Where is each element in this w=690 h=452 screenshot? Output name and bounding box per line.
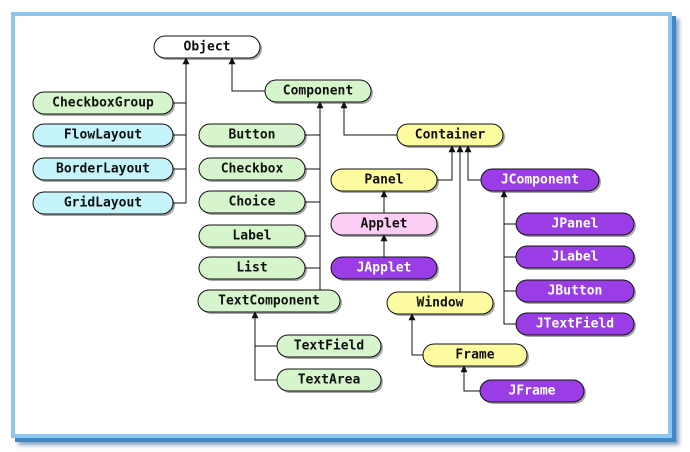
edge-awt-component — [305, 101, 324, 136]
node-box — [422, 343, 528, 367]
edge-jpanel-jcomponent — [500, 190, 516, 225]
node-label-component: Component — [283, 84, 353, 99]
node-box — [386, 291, 494, 315]
node-label-frame: Frame — [455, 348, 494, 363]
edge-layouts-object — [173, 57, 190, 104]
node-label: Label — [198, 224, 307, 249]
node-checkbox-group: CheckboxGroup — [32, 91, 175, 116]
node-box — [396, 123, 504, 147]
node-label-jbutton: JButton — [548, 284, 603, 299]
node-label-button: Button — [229, 128, 276, 143]
node-box — [264, 79, 372, 103]
node-label-applet: Applet — [361, 217, 408, 232]
node-component: Component — [264, 79, 373, 104]
node-jpanel: JPanel — [515, 212, 636, 237]
node-box — [330, 256, 438, 280]
edge-gridlayout — [173, 103, 187, 204]
node-japplet: JApplet — [330, 256, 439, 281]
node-box — [479, 379, 585, 403]
node-container: Container — [396, 123, 505, 148]
node-label-choice: Choice — [229, 195, 276, 210]
node-label-jlabel: JLabel — [552, 250, 599, 265]
node-label-text-field: TextField — [294, 339, 364, 354]
node-label-flow-layout: FlowLayout — [64, 128, 142, 143]
node-label-text-component: TextComponent — [218, 294, 320, 309]
node-label-jpanel: JPanel — [552, 217, 599, 232]
node-flow-layout: FlowLayout — [32, 123, 175, 148]
node-jframe: JFrame — [479, 379, 586, 404]
node-box — [330, 212, 438, 236]
inheritance-edges — [173, 57, 516, 392]
node-box — [330, 168, 438, 192]
node-box — [198, 157, 306, 181]
node-jbutton: JButton — [515, 279, 636, 304]
node-applet: Applet — [330, 212, 439, 237]
edge-textfield — [251, 311, 277, 347]
edge-component-object — [228, 57, 265, 92]
node-box — [197, 289, 341, 313]
node-box — [32, 91, 174, 115]
node-label-jtextfield: JTextField — [536, 317, 614, 332]
node-box — [515, 312, 635, 336]
node-box — [276, 368, 382, 392]
node-box — [32, 191, 174, 215]
node-jtextfield: JTextField — [515, 312, 636, 337]
node-border-layout: BorderLayout — [32, 157, 175, 182]
node-box — [198, 190, 306, 214]
node-box — [276, 334, 382, 358]
node-label-panel: Panel — [364, 173, 403, 188]
edge-jcomponent-container — [464, 145, 481, 181]
node-jcomponent: JComponent — [480, 168, 601, 193]
node-object: Object — [153, 35, 262, 60]
edge-jframe-frame — [460, 365, 480, 392]
node-label-object: Object — [184, 40, 231, 55]
node-label-list: List — [236, 261, 267, 276]
node-box — [198, 224, 306, 248]
node-label-checkbox: Checkbox — [221, 162, 284, 177]
node-text-area: TextArea — [276, 368, 383, 393]
node-grid-layout: GridLayout — [32, 191, 175, 216]
node-label-checkbox-group: CheckboxGroup — [52, 96, 154, 111]
edge-frame-window — [408, 313, 423, 356]
edge-jtextfield — [503, 224, 516, 325]
node-box — [32, 157, 174, 181]
edge-panel-container — [437, 145, 456, 181]
node-label-container: Container — [415, 128, 486, 143]
class-nodes: ObjectComponentCheckboxGroupFlowLayoutBo… — [32, 35, 636, 404]
node-box — [515, 245, 635, 269]
node-box — [515, 212, 635, 236]
node-window: Window — [386, 291, 495, 316]
node-choice: Choice — [198, 190, 307, 215]
node-box — [198, 123, 306, 147]
node-box — [153, 35, 261, 59]
node-box — [480, 168, 600, 192]
node-label-label: Label — [232, 229, 271, 244]
node-label-text-area: TextArea — [298, 373, 361, 388]
node-text-component: TextComponent — [197, 289, 342, 314]
node-box — [198, 256, 306, 280]
node-label-jcomponent: JComponent — [501, 173, 579, 188]
node-label-border-layout: BorderLayout — [56, 162, 150, 177]
node-label-japplet: JApplet — [357, 261, 412, 276]
node-panel: Panel — [330, 168, 439, 193]
node-label-window: Window — [417, 296, 464, 311]
node-text-field: TextField — [276, 334, 383, 359]
node-label-grid-layout: GridLayout — [64, 196, 142, 211]
edge-container-component — [340, 101, 397, 136]
node-jlabel: JLabel — [515, 245, 636, 270]
node-list: List — [198, 256, 307, 281]
node-box — [515, 279, 635, 303]
node-label-jframe: JFrame — [509, 384, 556, 399]
edge-textarea — [254, 346, 277, 381]
node-frame: Frame — [422, 343, 529, 368]
node-checkbox: Checkbox — [198, 157, 307, 182]
node-box — [32, 123, 174, 147]
node-button: Button — [198, 123, 307, 148]
